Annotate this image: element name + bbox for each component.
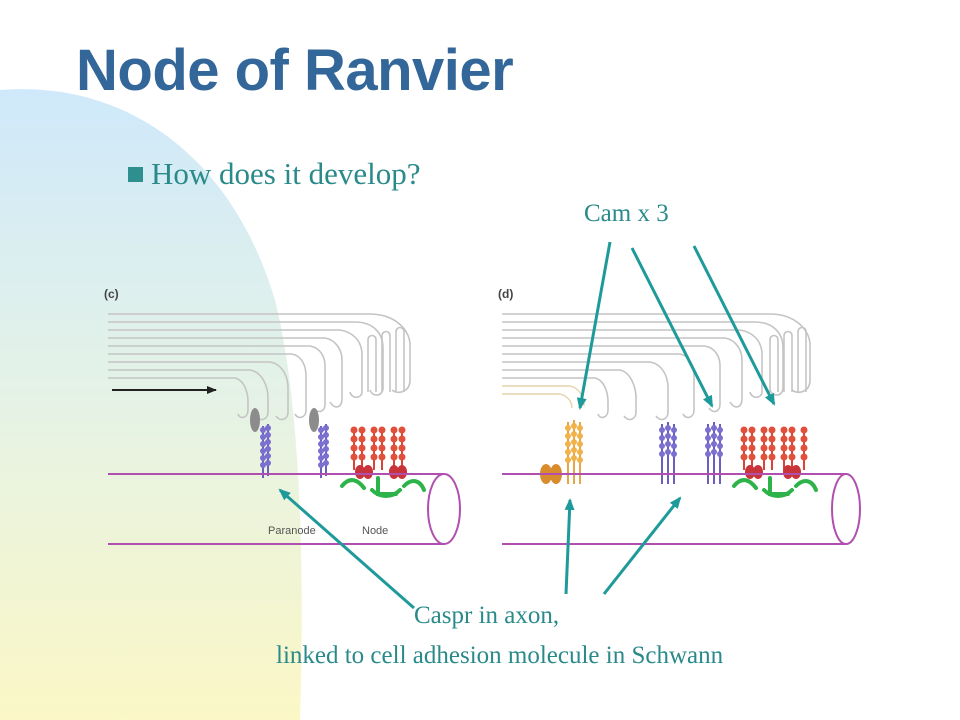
bullet-text: How does it develop? (151, 156, 421, 191)
panel-d-letter: (d) (498, 287, 513, 301)
cam-arrow-2 (630, 247, 714, 408)
panel-c-axon (108, 473, 461, 545)
panel-c-ankyrin (340, 476, 426, 498)
panel-c-grey-molecule-1 (250, 408, 260, 432)
cam-annotation: Cam x 3 (584, 200, 669, 227)
caspr-annotation-line2: linked to cell adhesion molecule in Schw… (276, 642, 724, 669)
panel-d-axon (502, 473, 861, 545)
cam-arrow-3 (692, 245, 776, 406)
annotation-arrows (278, 241, 776, 610)
bullet-square-icon (128, 166, 143, 182)
panel-c: (c) (104, 287, 461, 545)
panel-d-sodium-channels (740, 426, 808, 479)
node-label: Node (362, 525, 388, 537)
panel-c-caspr-cluster-2 (318, 424, 329, 478)
panel-d-schwann-loops (502, 313, 811, 421)
panel-d-node-loops (769, 326, 807, 392)
panel-d-ankyrin (732, 476, 818, 498)
panel-c-schwann-loops (108, 313, 411, 421)
caspr-annotation-line1: Caspr in axon, (414, 602, 560, 629)
bullet-item: How does it develop? (128, 156, 420, 192)
panel-c-grey-molecule-2 (309, 408, 319, 432)
panel-d: (d) (498, 287, 861, 545)
cam-arrow-1 (576, 241, 612, 410)
panel-d-outer-loops (502, 385, 585, 409)
caspr-arrow-1 (278, 488, 415, 610)
panel-d-caspr-cluster-1 (659, 422, 677, 484)
panel-c-letter: (c) (104, 287, 119, 301)
panel-c-sodium-channels (350, 426, 407, 479)
caspr-arrow-2 (564, 498, 575, 595)
paranode-label: Paranode (268, 525, 316, 537)
panel-c-caspr-cluster-1 (260, 424, 271, 478)
caspr-arrow-3 (602, 496, 682, 595)
slide-title: Node of Ranvier (76, 38, 514, 103)
background-gradient-shape (0, 89, 302, 720)
panel-c-node-loops (367, 326, 405, 392)
